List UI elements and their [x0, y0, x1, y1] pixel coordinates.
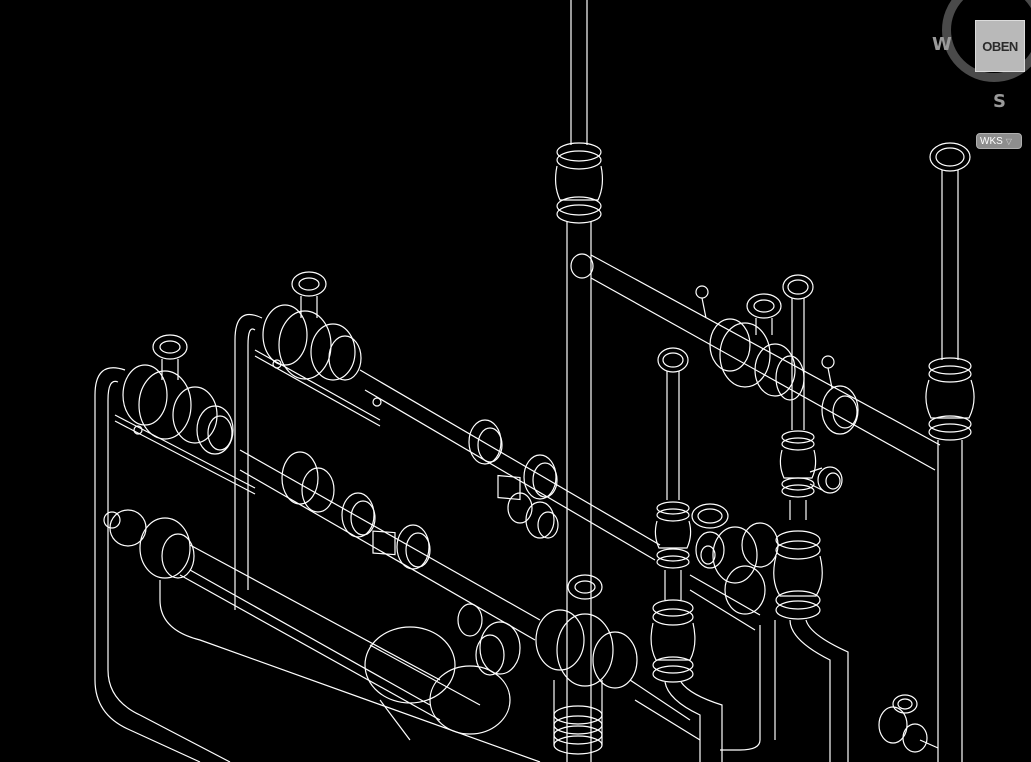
vertical-branch-center[interactable] [650, 347, 723, 762]
wcs-label: WKS [980, 135, 1003, 147]
vertical-pipe-top[interactable] [554, 0, 604, 762]
upper-diagonal-pipe[interactable] [359, 369, 661, 561]
lower-center-valve[interactable] [457, 574, 701, 755]
vertical-branch-mid-right[interactable] [773, 274, 849, 762]
vertical-pipe-right[interactable] [925, 142, 975, 762]
left-valve[interactable] [94, 334, 256, 762]
chevron-down-icon: ▽ [1005, 136, 1012, 146]
compass-ring[interactable] [942, 0, 1031, 82]
small-valve-center[interactable] [507, 492, 559, 539]
bottom-left-run[interactable] [103, 509, 541, 762]
upper-header-pipe[interactable] [570, 253, 941, 471]
upper-left-valve[interactable] [234, 271, 382, 610]
bottom-right-valve[interactable] [878, 694, 939, 753]
wcs-dropdown[interactable]: WKS ▽ [976, 133, 1022, 149]
central-cross-valve[interactable] [689, 503, 779, 751]
viewcube[interactable]: W S OBEN [930, 0, 1031, 125]
upper-right-valve[interactable] [695, 285, 859, 435]
lower-diagonal-pipe[interactable] [239, 449, 541, 641]
compass-west-label[interactable]: W [932, 34, 952, 55]
compass-south-label[interactable]: S [993, 91, 1006, 112]
viewcube-top-face[interactable]: OBEN [975, 20, 1025, 72]
